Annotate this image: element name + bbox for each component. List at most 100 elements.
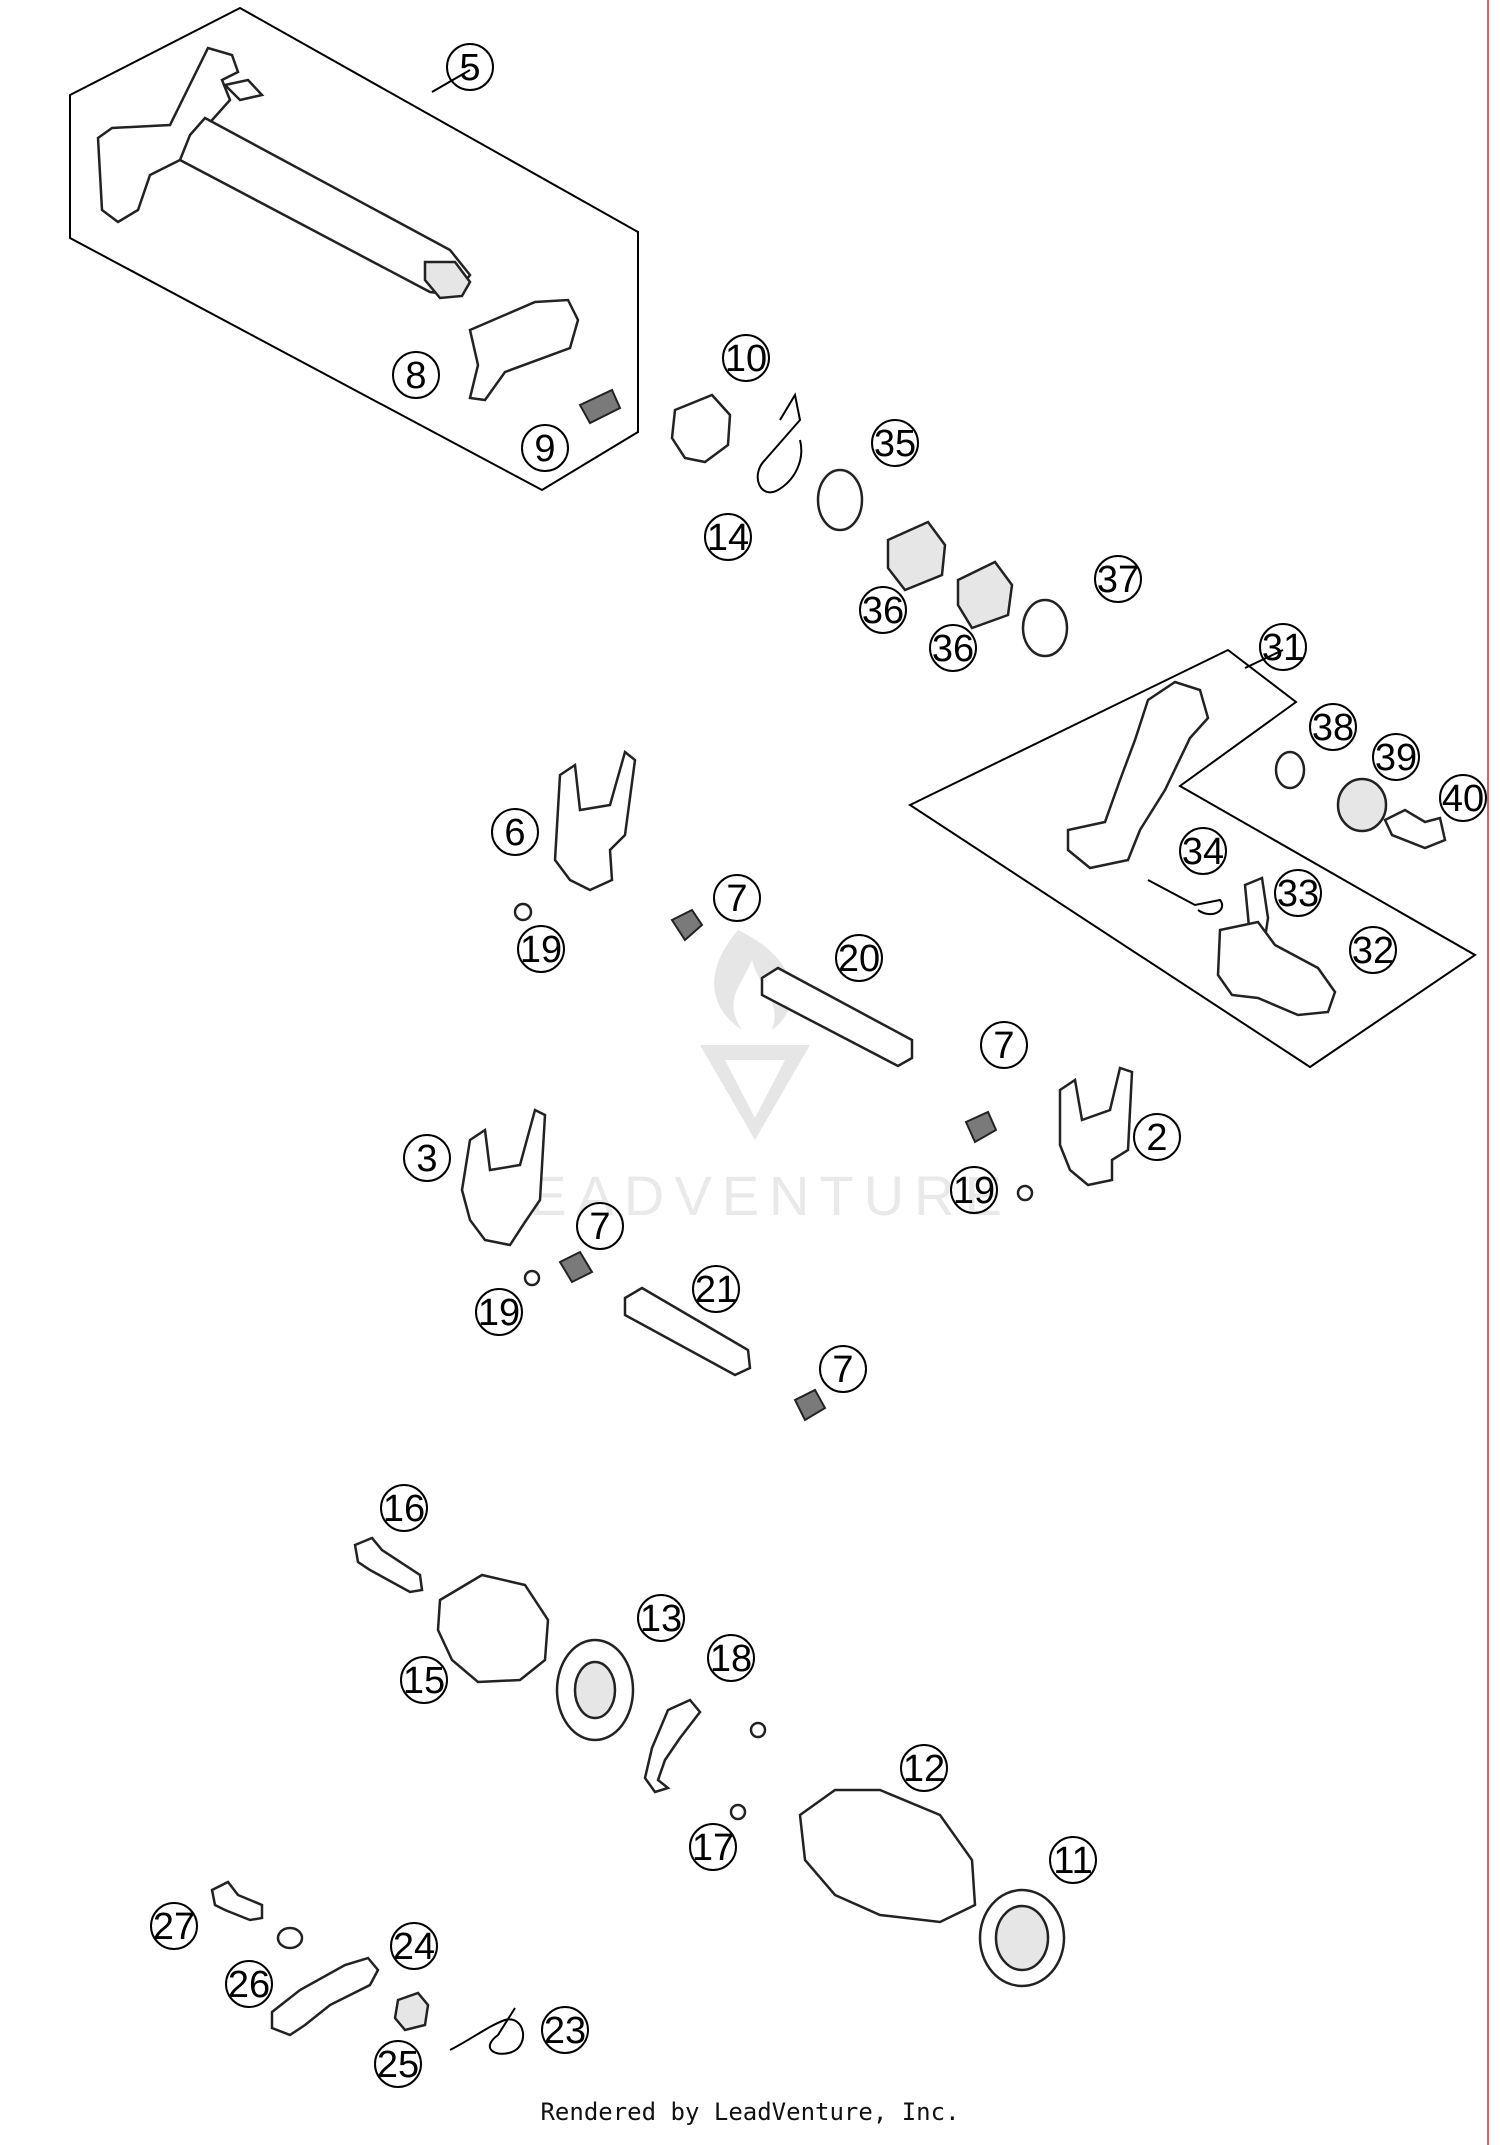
callout-26: 26 [225, 1960, 273, 2008]
callout-18: 18 [707, 1634, 755, 1682]
svg-text:27: 27 [153, 1906, 195, 1948]
callout-12: 12 [900, 1744, 948, 1792]
svg-text:35: 35 [874, 423, 916, 465]
svg-text:11: 11 [1053, 1840, 1092, 1882]
callout-35: 35 [871, 419, 919, 467]
retaining-bracket-part-18 [643, 1698, 702, 1794]
shift-drum-part-15 [436, 1573, 550, 1684]
spring-part-9 [578, 388, 622, 425]
page-edge-line [1487, 0, 1489, 2145]
bushing-part-36a [886, 520, 947, 592]
svg-text:7: 7 [589, 1206, 610, 1248]
watermark-logo: LEADVENTURE [488, 930, 1012, 1227]
svg-text:6: 6 [504, 812, 525, 854]
svg-text:34: 34 [1182, 831, 1224, 873]
guide-part-10 [670, 393, 732, 464]
svg-text:14: 14 [707, 517, 749, 559]
svg-text:21: 21 [695, 1269, 737, 1311]
callout-16: 16 [380, 1484, 428, 1532]
svg-text:9: 9 [534, 428, 555, 470]
shift-plate-part [468, 298, 580, 402]
svg-text:13: 13 [640, 1598, 682, 1640]
callout-19b: 19 [950, 1166, 998, 1214]
bushing-part-36b [956, 560, 1014, 630]
callout-33: 33 [1274, 869, 1322, 917]
callout-19a: 19 [517, 925, 565, 973]
svg-text:3: 3 [416, 1138, 437, 1180]
spring-clip-part-14 [756, 392, 803, 494]
svg-text:26: 26 [228, 1964, 270, 2006]
spring-washer-part-39 [1336, 777, 1388, 833]
callout-32: 32 [1349, 926, 1397, 974]
render-credit-footer: Rendered by LeadVenture, Inc. [540, 2098, 960, 2126]
callout-36a: 36 [859, 586, 907, 634]
washer-part-38 [1274, 750, 1306, 790]
guide-pin-part-7a [670, 908, 704, 942]
washer-part-24 [276, 1926, 304, 1950]
screw-part-17a [749, 1721, 767, 1739]
fork-shaft-part-21 [623, 1286, 752, 1377]
bolt-part-16 [353, 1536, 424, 1594]
ball-part-19c [523, 1269, 541, 1287]
screw-part-17b [729, 1803, 747, 1821]
svg-text:32: 32 [1352, 930, 1394, 972]
callout-5: 5 [446, 43, 494, 91]
svg-text:17: 17 [692, 1827, 734, 1869]
guide-pin-part-7d [793, 1388, 827, 1422]
svg-text:25: 25 [377, 2044, 419, 2086]
seal-part-37 [1021, 598, 1069, 658]
shift-fork-part-3 [460, 1108, 547, 1247]
svg-text:40: 40 [1442, 778, 1484, 820]
callout-3: 3 [403, 1134, 451, 1182]
callout-7b: 7 [980, 1021, 1028, 1069]
callout-2: 2 [1133, 1113, 1181, 1161]
svg-text:7: 7 [726, 878, 747, 920]
shift-shaft-part [96, 46, 472, 300]
svg-text:5: 5 [459, 47, 480, 89]
shift-lever-part [1066, 680, 1210, 870]
callout-31: 31 [1259, 623, 1307, 671]
svg-text:15: 15 [403, 1660, 445, 1702]
spring-part-34 [1147, 879, 1223, 916]
callout-6: 6 [491, 808, 539, 856]
shift-fork-part-2 [1058, 1066, 1134, 1187]
callout-25: 25 [374, 2040, 422, 2088]
svg-text:19: 19 [520, 929, 562, 971]
svg-text:38: 38 [1312, 707, 1354, 749]
svg-text:37: 37 [1097, 559, 1139, 601]
bolt-part-40 [1383, 808, 1447, 850]
svg-text:2: 2 [1146, 1117, 1167, 1159]
callout-34: 34 [1179, 827, 1227, 875]
washer-part-35 [816, 468, 864, 532]
callout-19c: 19 [475, 1288, 523, 1336]
footrest-part-32 [1216, 920, 1337, 1017]
svg-text:12: 12 [903, 1748, 945, 1790]
watermark-text: LEADVENTURE [488, 1164, 1012, 1227]
svg-text:24: 24 [393, 1926, 435, 1968]
callout-24: 24 [390, 1922, 438, 1970]
svg-text:23: 23 [544, 2010, 586, 2052]
roller-part-25 [393, 1991, 430, 2032]
svg-text:33: 33 [1277, 873, 1319, 915]
spring-part-23 [449, 2007, 525, 2055]
guide-pin-part-7c [558, 1250, 594, 1284]
svg-text:10: 10 [725, 338, 767, 380]
callout-21: 21 [692, 1265, 740, 1313]
callout-36b: 36 [929, 624, 977, 672]
svg-text:19: 19 [953, 1170, 995, 1212]
callout-10: 10 [722, 334, 770, 382]
callout-39: 39 [1372, 733, 1420, 781]
bearing-inner-13 [573, 1660, 617, 1720]
callout-9: 9 [521, 424, 569, 472]
guide-pin-part-7b [964, 1110, 998, 1144]
callout-7c: 7 [576, 1202, 624, 1250]
svg-text:8: 8 [405, 355, 426, 397]
ball-part-19b [1016, 1184, 1034, 1202]
leader-lines [431, 69, 1284, 669]
callout-40: 40 [1439, 774, 1487, 822]
svg-text:7: 7 [993, 1025, 1014, 1067]
callout-7a: 7 [713, 874, 761, 922]
callout-15: 15 [400, 1656, 448, 1704]
ball-part-19a [513, 902, 533, 922]
